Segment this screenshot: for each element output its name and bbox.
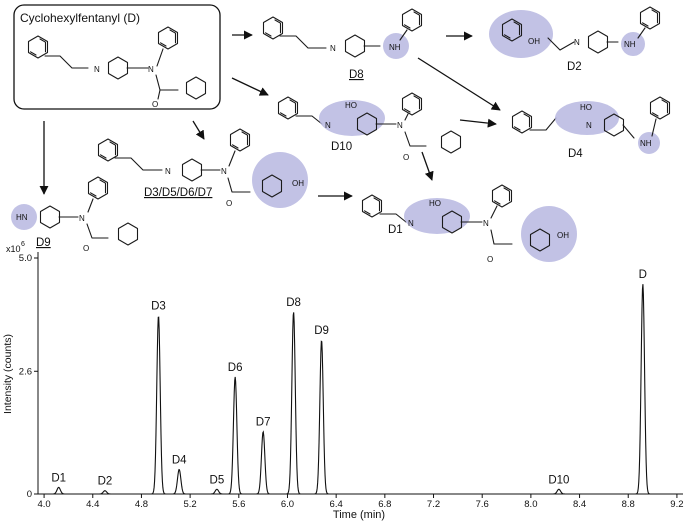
x-tick-label: 5.6 [232,499,245,510]
label-d1: D1 [388,224,403,236]
atom-n: N [408,219,414,228]
metabolite-d4: HO N NH D4 [511,96,671,160]
x-tick-label: 4.8 [135,499,148,510]
peak-label-d5: D5 [210,474,225,486]
x-tick-label: 8.8 [622,499,635,510]
y-multiplier-exp: 6 [21,241,25,248]
highlight-hydroxypiperidine [404,198,470,234]
atom-n: N [325,121,331,130]
parent-structure: N N O [27,26,207,109]
atom-o: O [226,199,232,208]
reaction-arrows [39,30,501,201]
atom-nh: NH [389,43,401,52]
atom-o: O [152,100,158,109]
label-d2: D2 [567,61,582,73]
atom-ho: HO [580,103,592,112]
metabolite-d1: HO N N O OH D1 [361,184,577,264]
x-axis-label: Time (min) [333,509,385,521]
peak-label-d1: D1 [51,472,66,484]
y-tick-label: 2.6 [19,366,32,377]
parent-title: Cyclohexylfentanyl (D) [20,11,140,25]
atom-n: N [330,44,336,53]
arrow-d8-to-d4 [417,57,501,111]
metabolite-d10: HO N N O D10 [277,92,462,162]
atom-oh: OH [292,179,304,188]
label-d9: D9 [36,237,51,249]
x-tick-label: 5.2 [184,499,197,510]
peak-label-d2: D2 [98,476,113,488]
peak-label-d9: D9 [314,325,329,337]
arrow-d-to-d10 [231,77,269,96]
highlight-nh [383,33,409,59]
x-tick-label: 9.2 [670,499,683,510]
atom-n: N [586,121,592,130]
parent-box [13,4,221,110]
label-d3-group-text: D3/D5/D6/D7 [144,187,212,199]
atom-n: N [221,167,227,176]
highlight-hydroxypiperidine [319,100,385,136]
atom-nh: NH [624,40,636,49]
peak-label-d3: D3 [151,301,166,313]
peak-label-d8: D8 [286,297,301,309]
chromatogram-trace [38,284,683,495]
x-ticks: 4.0 4.4 4.8 5.2 5.6 6.0 6.4 6.8 7.2 7.6 8.0 8.4 8.8 9… [37,494,684,510]
y-axis-label: Intensity (counts) [2,334,14,414]
label-d10: D10 [331,141,352,153]
x-tick-label: 7.2 [427,499,440,510]
x-tick-label: 8.0 [524,499,537,510]
label-d3-group: D3/D5/D6/D7 [144,187,212,199]
atom-nh: NH [640,139,652,148]
atom-ho: HO [345,101,357,110]
metabolite-schemes: Cyclohexylfentanyl (D) N N O N [11,4,671,264]
label-d8: D8 [349,69,364,81]
atom-n: N [165,167,171,176]
y-multiplier: x10 6 [6,241,25,254]
peak-label-d10: D10 [548,474,569,486]
arrow-d10-to-d1 [421,151,434,181]
label-d4: D4 [568,148,583,160]
highlight-hydroxyethyl [555,101,619,135]
atom-oh: OH [557,231,569,240]
peak-label-d: D [639,269,647,281]
y-tick-label: 0 [27,489,32,500]
atom-n: N [574,38,580,47]
atom-o: O [403,153,409,162]
atom-ho: HO [429,199,441,208]
peak-label-d7: D7 [256,417,271,429]
highlight-nh [638,132,660,154]
atom-n: N [148,65,154,74]
y-ticks: 0 2.6 5.0 [19,253,38,500]
y-multiplier-base: x10 [6,244,21,254]
x-tick-label: 6.4 [330,499,343,510]
atom-n: N [397,121,403,130]
peak-label-d4: D4 [172,454,187,466]
x-tick-label: 6.8 [378,499,391,510]
metabolite-d2: OH N NH D2 [489,6,661,73]
arrow-d10-to-d4 [459,118,497,128]
x-tick-label: 6.0 [281,499,294,510]
atom-hn: HN [16,213,28,222]
y-tick-label: 5.0 [19,253,32,264]
atom-n: N [79,214,85,223]
x-tick-label: 8.4 [573,499,586,510]
peak-label-d6: D6 [228,362,243,374]
atom-n: N [94,65,100,74]
x-tick-label: 4.0 [37,499,50,510]
atom-o: O [83,244,89,253]
highlight-nh [621,32,645,56]
atom-oh: OH [528,37,540,46]
x-tick-label: 7.6 [476,499,489,510]
atom-n: N [483,219,489,228]
metabolite-d9: HN N O D9 [11,176,139,253]
atom-o: O [487,255,493,264]
highlight-hn [11,204,37,230]
arrow-d-to-d3 [192,120,205,140]
metabolite-d3-d5-d6-d7: N N O OH D3/D5/D6/D7 [97,128,308,208]
x-tick-label: 4.4 [86,499,99,510]
metabolite-d8: N NH D8 [262,8,423,81]
parent-compound-d: Cyclohexylfentanyl (D) N N O [13,4,221,110]
